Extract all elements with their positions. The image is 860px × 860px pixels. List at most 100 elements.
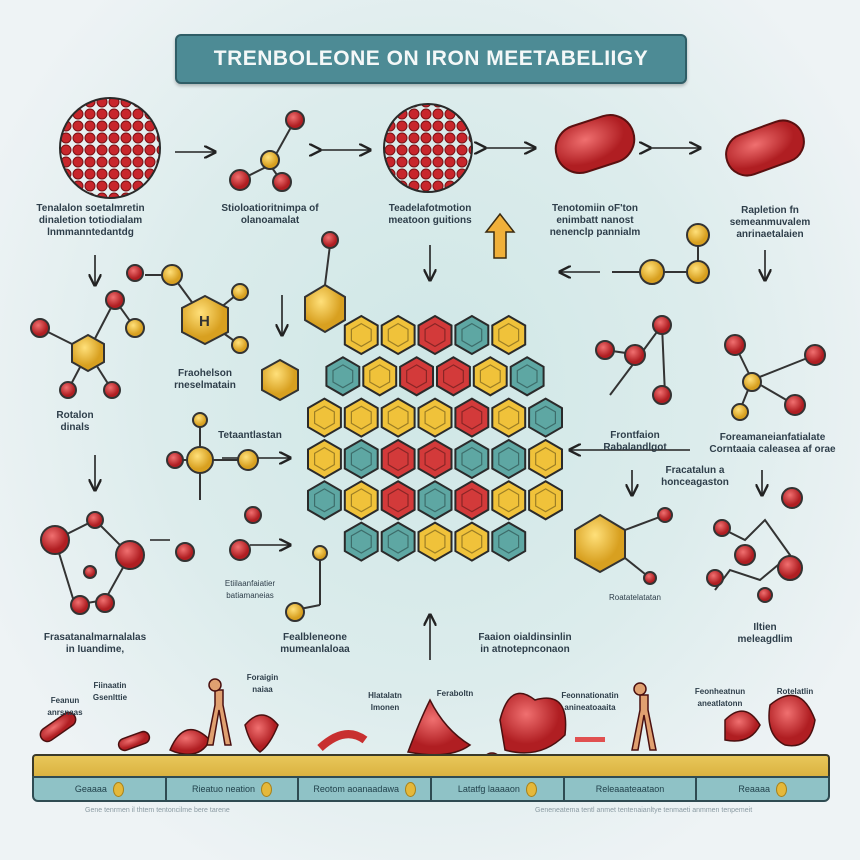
label-text: Rotalon dinals: [56, 410, 94, 433]
hexagon-inner: [350, 529, 372, 554]
hexagon-inner: [516, 364, 538, 389]
hexagon-inner: [461, 488, 483, 513]
molecule-bottom-center-left: [285, 545, 328, 622]
legend-text: Rieatuo neation: [191, 784, 256, 794]
hexagon-cell: [491, 521, 527, 562]
hexagon-inner: [479, 364, 501, 389]
label-15: Iltien meleagdlim: [720, 622, 810, 646]
molecule-mid-left: [166, 412, 259, 500]
hexagon-inner: [424, 405, 446, 430]
label-text: Fracatalun a honceagaston: [661, 465, 729, 488]
label-text: Tenotomiin oF'ton enimbatt nanost nenenc…: [549, 203, 641, 238]
hexagon-inner: [498, 488, 520, 513]
bottom-legend-bar: Geaaaa Rieatuo neation Reotom aoanaadawa…: [32, 776, 830, 802]
dot-icon: [404, 781, 416, 797]
hexagon-cell: [380, 521, 416, 562]
label-8: Tetaantlastan: [215, 430, 285, 442]
dot-icon: [525, 781, 537, 797]
label-text: Faaion oialdinsinlin in atnotepnconaon: [478, 632, 572, 655]
hexagon-inner: [461, 405, 483, 430]
legend-text: Releaaateaataon: [595, 784, 665, 794]
capsule-icon: [112, 781, 124, 797]
hexagon-inner: [535, 446, 557, 472]
molecule-bottom-left: [40, 506, 262, 615]
label-text: Fealbleneone mumeanlaloaa: [280, 632, 350, 655]
honeycomb-grid: [307, 314, 563, 562]
label-text: Hlatalatn Imonen: [368, 691, 402, 712]
rbc-capsule-2: [725, 119, 805, 177]
body-illustrations: [39, 678, 816, 772]
hexagon-inner: [314, 446, 335, 472]
hexagon-cell: [307, 397, 342, 438]
label-text: Tenalalon soetalmretin dinaletion totiod…: [36, 203, 145, 238]
hexagon-cell: [491, 438, 527, 480]
hexagon-cell: [528, 438, 563, 480]
hexagon-inner: [424, 322, 446, 348]
hexagon-cell: [436, 356, 471, 397]
hexagon-cell: [343, 480, 379, 521]
dot-icon: [261, 781, 273, 797]
legend-text: Latatfg laaaaon: [457, 784, 520, 794]
label-1: Tenalalon soetalmretin dinaletion totiod…: [8, 203, 173, 239]
label-text: Iltien meleagdlim: [737, 622, 793, 645]
legend-segment: Geaaaa: [34, 778, 167, 800]
hexagon-cell: [380, 314, 416, 356]
hexagon-inner: [387, 405, 409, 430]
label-text: Foreamaneianfatialate Corntaaia caleasea…: [709, 432, 836, 455]
rbc-cluster-center: [383, 103, 473, 193]
label-text: Frontfaion Rabalandlgot: [603, 430, 667, 453]
bottom-label-1: Fiinaatin Gsenlttie: [80, 680, 140, 704]
hexagon-inner: [387, 529, 409, 554]
hexagon-cell: [528, 480, 563, 521]
hexagon-inner: [498, 322, 520, 348]
legend-text: Reotom aoanaadawa: [313, 784, 399, 794]
legend-segment: Latatfg laaaaon: [432, 778, 565, 800]
hexagon-cell: [399, 356, 434, 397]
hexagon-cell: [454, 397, 490, 438]
label-text: Stioloatioritnimpa of olanoamalat: [221, 203, 319, 226]
hexagon-cell: [417, 480, 453, 521]
molecule-left: [30, 290, 145, 399]
label-12: Frasatanalmarnalalas in Iuandime,: [20, 632, 170, 656]
hexagon-inner: [424, 488, 446, 513]
hexagon-cell: [417, 521, 453, 562]
hexagon-cell: [472, 356, 508, 397]
label-text: Fiinaatin Gsenlttie: [92, 681, 128, 702]
label-text: Feanun anrsnaas: [47, 696, 83, 717]
bottom-label-3: Foraigin naiaa: [235, 672, 290, 696]
hexagon-cell: [362, 356, 398, 397]
molecule-hexagon-h: H: [126, 264, 249, 354]
dot-icon: [775, 781, 787, 797]
hexagon-cell: [528, 397, 563, 438]
hexagon-inner: [314, 488, 335, 513]
hexagon-inner: [332, 364, 354, 389]
hexagon-inner: [461, 322, 483, 348]
hexagon-inner: [498, 405, 520, 430]
label-4: Tenotomiin oF'ton enimbatt nanost nenenc…: [530, 203, 660, 239]
label-text: Etiilaanfaiatier batiamaneias: [224, 579, 276, 600]
hexagon-inner: [443, 364, 464, 389]
label-text: Feonheatnun aneatlatonn: [694, 687, 746, 708]
hexagon-inner: [535, 488, 557, 513]
hexagon-inner: [498, 529, 520, 554]
hexagon-cell: [343, 314, 379, 356]
label-11: Fracatalun a honceagaston: [640, 465, 750, 489]
legend-segment: Rieatuo neation: [167, 778, 300, 800]
label-text: Feonnationatin anineatoaaita: [561, 691, 619, 712]
legend-segment: Releaaateaataon: [565, 778, 698, 800]
hexagon-inner: [350, 446, 372, 472]
label-text: Fraohelson rneselmatain: [174, 368, 236, 391]
hexagon-cell: [491, 397, 527, 438]
hexagon-cell: [343, 397, 379, 438]
legend-text: Geaaaa: [74, 784, 107, 794]
footer-left: Gene tenrmen il thtem tentoncilme bere t…: [85, 807, 230, 814]
label-text: Frasatanalmarnalalas in Iuandime,: [43, 632, 147, 655]
title: TRENBOLEONE ON IRON MEETABELIIGY: [213, 47, 649, 70]
hexagon-cell: [491, 480, 527, 521]
label-text: Foraigin naiaa: [246, 673, 279, 694]
title-banner: TRENBOLEONE ON IRON MEETABELIIGY: [175, 34, 687, 84]
label-9: Frontfaion Rabalandlgot: [580, 430, 690, 454]
label-text: Roatatelatatan: [608, 593, 662, 602]
legend-segment: Reotom aoanaadawa: [299, 778, 433, 800]
